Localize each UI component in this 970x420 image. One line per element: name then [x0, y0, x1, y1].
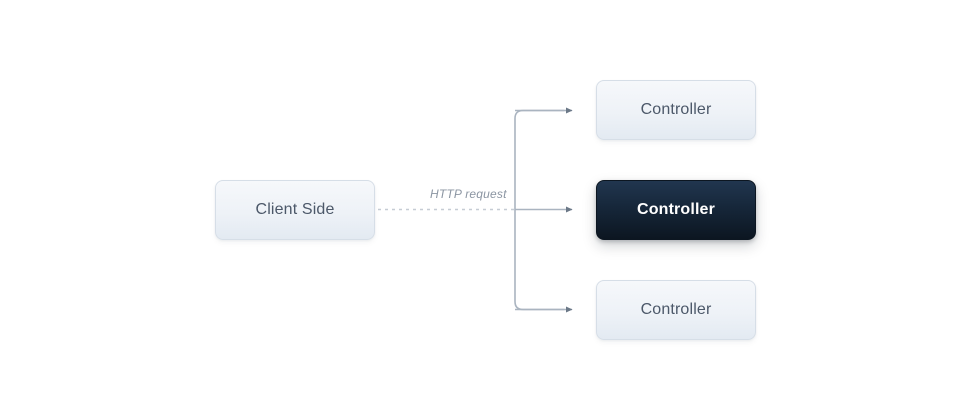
- node-client-side[interactable]: Client Side: [215, 180, 375, 240]
- node-client-side-label: Client Side: [255, 201, 335, 218]
- node-controller-2-label: Controller: [640, 301, 712, 318]
- node-controller-1-label: Controller: [637, 201, 715, 218]
- node-controller-1-active[interactable]: Controller: [596, 180, 756, 240]
- edge-branch-trunk: [514, 109, 565, 311]
- node-controller-2[interactable]: Controller: [596, 280, 756, 340]
- node-controller-0[interactable]: Controller: [596, 80, 756, 140]
- node-controller-0-label: Controller: [640, 101, 712, 118]
- edge-label-http-request: HTTP request: [430, 187, 507, 201]
